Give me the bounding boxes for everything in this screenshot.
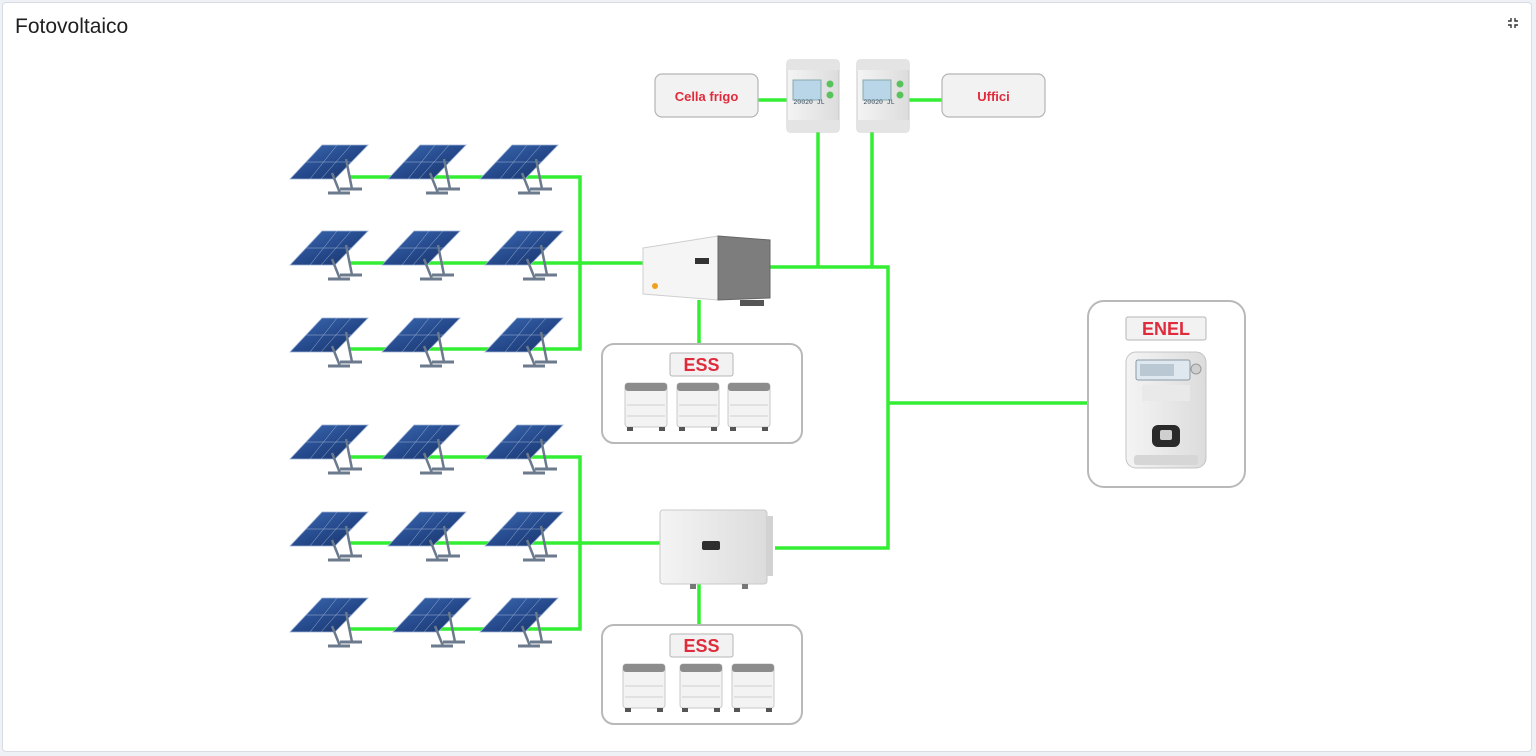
pv-array-top (288, 143, 565, 368)
solar-panel-icon (391, 596, 473, 648)
solar-panel-icon (288, 510, 370, 562)
solar-panel-icon (483, 229, 565, 281)
solar-panel-icon (380, 316, 462, 368)
energy-meter-icon (856, 59, 910, 133)
string-inverter-icon (659, 509, 773, 589)
load-uffici-label: Uffici (977, 89, 1010, 104)
hybrid-inverter-icon (642, 235, 771, 306)
solar-panel-icon (288, 143, 370, 195)
solar-panel-icon (380, 229, 462, 281)
solar-panel-icon (483, 316, 565, 368)
battery-icon (624, 382, 668, 432)
grid-enel-label: ENEL (1142, 319, 1190, 339)
solar-panel-icon (483, 423, 565, 475)
solar-panel-icon (380, 423, 462, 475)
solar-panel-icon (483, 510, 565, 562)
battery-icon (727, 382, 771, 432)
battery-icon (676, 382, 720, 432)
solar-panel-icon (288, 316, 370, 368)
grid-meter-icon (1125, 351, 1207, 469)
solar-panel-icon (478, 143, 560, 195)
load-uffici-box: Uffici (941, 73, 1046, 118)
ess-bottom-label: ESS (683, 636, 719, 656)
ess-bottom: ESS (601, 624, 803, 725)
solar-panel-icon (386, 510, 468, 562)
meter-uffici: 20020 JL (856, 59, 910, 133)
battery-icon (679, 663, 723, 713)
meter-display-left: 20020 JL (793, 99, 824, 106)
pv-array-bottom (288, 423, 565, 648)
solar-panel-icon (288, 229, 370, 281)
solar-panel-icon (386, 143, 468, 195)
load-cella-frigo-box: Cella frigo (654, 73, 759, 118)
load-cella-frigo-label: Cella frigo (675, 89, 739, 104)
ess-top: ESS (601, 343, 803, 444)
battery-icon (731, 663, 775, 713)
energy-meter-icon (786, 59, 840, 133)
solar-panel-icon (288, 423, 370, 475)
solar-panel-icon (288, 596, 370, 648)
meter-cella-frigo: 20020 JL (786, 59, 840, 133)
card-title: Fotovoltaico (15, 15, 129, 38)
ess-top-label: ESS (683, 355, 719, 375)
compress-icon[interactable] (1505, 15, 1521, 31)
grid-enel: ENEL (1087, 300, 1246, 488)
battery-icon (622, 663, 666, 713)
meter-display-right: 20020 JL (863, 99, 894, 106)
solar-panel-icon (478, 596, 560, 648)
